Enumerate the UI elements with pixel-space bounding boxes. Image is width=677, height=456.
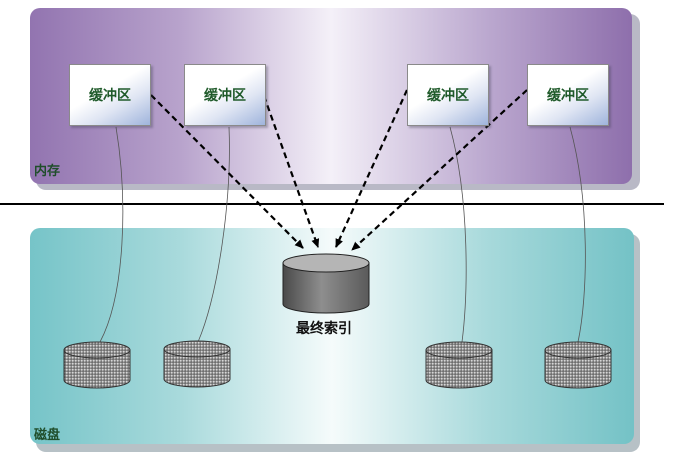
- memory-disk-divider: [0, 203, 664, 205]
- dashed-arrow-buffer-2: [262, 95, 320, 248]
- link-segment-1-buffer-1: [99, 126, 124, 343]
- disk-segment-3: [425, 341, 493, 389]
- final-index-cylinder: [282, 253, 370, 314]
- disk-segment-4: [544, 341, 612, 389]
- link-segment-2-buffer-2: [197, 126, 230, 343]
- final-index-label: 最终索引: [296, 321, 352, 337]
- dashed-arrow-buffer-1: [150, 94, 304, 249]
- buffer-box-3: 缓冲区: [407, 64, 489, 126]
- link-segment-4-buffer-4: [569, 126, 586, 343]
- disk-segment-2: [163, 340, 231, 388]
- buffer-box-1: 缓冲区: [69, 64, 151, 126]
- buffer-box-4: 缓冲区: [527, 64, 609, 126]
- memory-label: 内存: [34, 164, 61, 179]
- disk-label: 磁盘: [34, 428, 61, 443]
- buffer-box-2: 缓冲区: [184, 64, 266, 126]
- disk-segment-1: [63, 341, 131, 389]
- dashed-arrow-buffer-3: [334, 89, 409, 248]
